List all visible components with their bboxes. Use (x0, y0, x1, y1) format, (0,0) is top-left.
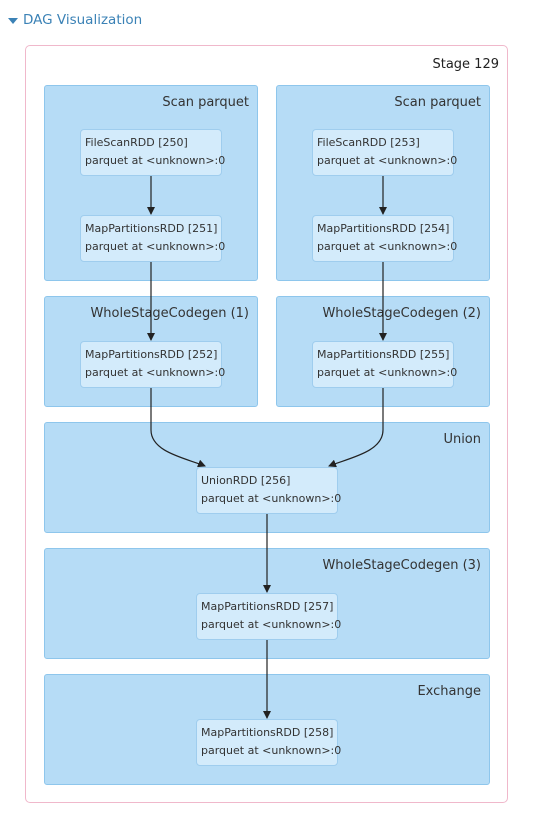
rdd-detail: parquet at <unknown>:0 (85, 366, 226, 379)
rdd-name: MapPartitionsRDD [252] (85, 348, 218, 361)
cluster-label: Exchange (417, 684, 481, 699)
rdd-detail: parquet at <unknown>:0 (201, 492, 342, 505)
rdd-name: MapPartitionsRDD [255] (317, 348, 450, 361)
cluster-label: WholeStageCodegen (3) (322, 558, 481, 573)
cluster-label: Scan parquet (162, 95, 249, 110)
rdd-detail: parquet at <unknown>:0 (317, 240, 458, 253)
rdd-node-254[interactable]: MapPartitionsRDD [254] parquet at <unkno… (312, 215, 458, 262)
rdd-node-253[interactable]: FileScanRDD [253] parquet at <unknown>:0 (312, 129, 458, 176)
rdd-name: MapPartitionsRDD [251] (85, 222, 218, 235)
rdd-node-257[interactable]: MapPartitionsRDD [257] parquet at <unkno… (196, 593, 342, 640)
rdd-name: UnionRDD [256] (201, 474, 291, 487)
rdd-name: MapPartitionsRDD [257] (201, 600, 334, 613)
rdd-detail: parquet at <unknown>:0 (85, 240, 226, 253)
rdd-name: FileScanRDD [250] (85, 136, 188, 149)
cluster-label: Union (443, 432, 481, 447)
rdd-name: MapPartitionsRDD [254] (317, 222, 450, 235)
rdd-node-250[interactable]: FileScanRDD [250] parquet at <unknown>:0 (80, 129, 226, 176)
rdd-node-256[interactable]: UnionRDD [256] parquet at <unknown>:0 (196, 467, 342, 514)
cluster-label: WholeStageCodegen (1) (90, 306, 249, 321)
rdd-detail: parquet at <unknown>:0 (85, 154, 226, 167)
rdd-name: FileScanRDD [253] (317, 136, 420, 149)
stage-title: Stage 129 (432, 57, 499, 72)
rdd-node-258[interactable]: MapPartitionsRDD [258] parquet at <unkno… (196, 719, 342, 766)
dag-visualization-toggle[interactable]: DAG Visualization (8, 10, 142, 30)
rdd-detail: parquet at <unknown>:0 (317, 154, 458, 167)
caret-down-icon (8, 17, 18, 24)
rdd-node-252[interactable]: MapPartitionsRDD [252] parquet at <unkno… (80, 341, 226, 388)
cluster-label: WholeStageCodegen (2) (322, 306, 481, 321)
rdd-node-251[interactable]: MapPartitionsRDD [251] parquet at <unkno… (80, 215, 226, 262)
rdd-name: MapPartitionsRDD [258] (201, 726, 334, 739)
rdd-node-255[interactable]: MapPartitionsRDD [255] parquet at <unkno… (312, 341, 458, 388)
rdd-detail: parquet at <unknown>:0 (201, 744, 342, 757)
dag-visualization-label: DAG Visualization (23, 12, 143, 28)
rdd-detail: parquet at <unknown>:0 (317, 366, 458, 379)
cluster-label: Scan parquet (394, 95, 481, 110)
rdd-detail: parquet at <unknown>:0 (201, 618, 342, 631)
